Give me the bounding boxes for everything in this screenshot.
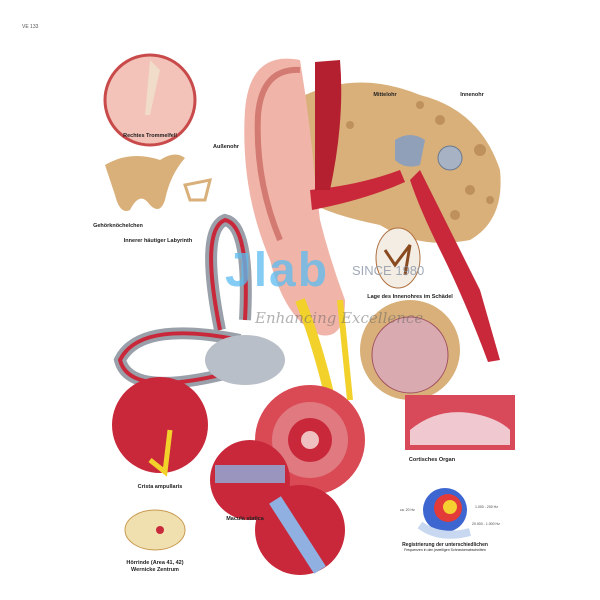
caption-inner-ear: Innenohr <box>460 92 484 98</box>
eustachian-tube <box>410 170 500 362</box>
cochlear-nerve-branch <box>337 299 353 401</box>
stapes <box>183 178 213 202</box>
outer-ear <box>244 58 345 336</box>
brain <box>124 509 186 551</box>
caption-labyrinth: Innerer häutiger Labyrinth <box>123 238 193 244</box>
skin-tube <box>315 60 342 190</box>
caption-cortex: Hörrinde (Area 41, 42) Wernicke Zentrum <box>126 560 183 573</box>
skull-section <box>375 227 421 289</box>
caption-frequency: Registrierung der unterschiedlichen Freq… <box>402 542 488 552</box>
label-freq-high: 20.000 - 1.000 Hz <box>472 522 500 526</box>
caption-eardrum: Rechtes Trommelfell <box>123 133 177 139</box>
caption-macula: Macula statica <box>226 516 264 522</box>
caption-outer-ear: Außenohr <box>213 144 239 150</box>
caption-cortex-line2: Wernicke Zentrum <box>131 566 179 573</box>
caption-cortex-line1: Hörrinde (Area 41, 42) <box>126 560 184 566</box>
caption-corti: Cortisches Organ <box>408 457 456 463</box>
ossicles <box>105 154 185 211</box>
malleus-handle <box>145 60 160 115</box>
ear-helix <box>254 66 301 242</box>
middle-ear-ossicles <box>395 135 425 167</box>
inner-ear-cochlea-small <box>437 145 463 171</box>
caption-skull: Lage des Innenohres im Schädel <box>367 294 453 300</box>
caption-frequency-line2: Frequenzen in den jeweiligen Schneckenab… <box>404 548 486 552</box>
label-freq-mid: 1.000 - 200 Hz <box>475 505 498 509</box>
label-freq-low: ca. 20 Hz <box>400 508 415 512</box>
caption-frequency-line1: Registrierung der unterschiedlichen <box>402 542 488 548</box>
caption-middle-ear: Mittelohr <box>373 92 397 98</box>
ear-canal <box>310 170 405 210</box>
poster-code: VE 133 <box>22 24 39 30</box>
caption-ossicles: Gehörknöchelchen <box>93 223 143 229</box>
vestibule <box>205 335 285 385</box>
caption-crista: Crista ampullaris <box>137 484 183 490</box>
semicircular-canal-3 <box>209 217 248 331</box>
crista-circle <box>112 377 208 473</box>
semicircular-canal-4 <box>117 331 241 385</box>
